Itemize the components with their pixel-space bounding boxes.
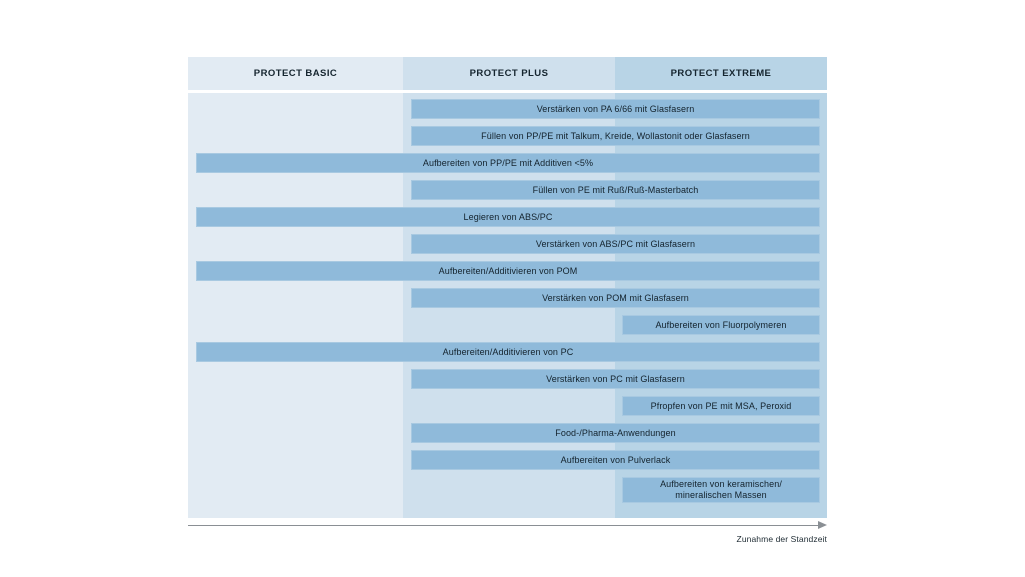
process-bar[interactable]: Verstärken von POM mit Glasfasern — [411, 288, 820, 308]
process-bar[interactable]: Aufbereiten/Additivieren von POM — [196, 261, 820, 281]
process-bar-label: Aufbereiten/Additivieren von PC — [442, 347, 574, 357]
process-bar-label: Verstärken von PA 6/66 mit Glasfasern — [536, 104, 695, 114]
axis-arrow-icon — [818, 521, 827, 529]
axis-label: Zunahme der Standzeit — [736, 534, 827, 544]
column-header-basic: PROTECT BASIC — [188, 57, 403, 90]
process-bar[interactable]: Füllen von PP/PE mit Talkum, Kreide, Wol… — [411, 126, 820, 146]
process-bar[interactable]: Verstärken von PC mit Glasfasern — [411, 369, 820, 389]
process-bar-label: Legieren von ABS/PC — [463, 212, 553, 222]
time-axis: Zunahme der Standzeit — [188, 521, 827, 544]
process-bar-label: Food-/Pharma-Anwendungen — [555, 428, 676, 438]
axis-line — [188, 525, 819, 526]
process-bar-label: Aufbereiten von PP/PE mit Additiven <5% — [422, 158, 594, 168]
process-bar[interactable]: Aufbereiten von Fluorpolymeren — [622, 315, 820, 335]
process-bar-label: Aufbereiten von Fluorpolymeren — [655, 320, 787, 330]
process-bar-label: Aufbereiten von keramischen/mineralische… — [660, 479, 782, 500]
process-bar[interactable]: Verstärken von ABS/PC mit Glasfasern — [411, 234, 820, 254]
process-bar[interactable]: Füllen von PE mit Ruß/Ruß-Masterbatch — [411, 180, 820, 200]
process-bar[interactable]: Aufbereiten von PP/PE mit Additiven <5% — [196, 153, 820, 173]
process-bar[interactable]: Food-/Pharma-Anwendungen — [411, 423, 820, 443]
process-bar[interactable]: Legieren von ABS/PC — [196, 207, 820, 227]
process-bar-label: Füllen von PP/PE mit Talkum, Kreide, Wol… — [481, 131, 750, 141]
protect-matrix-panel: PROTECT BASIC PROTECT PLUS PROTECT EXTRE… — [188, 57, 827, 518]
process-bar-label: Verstärken von ABS/PC mit Glasfasern — [535, 239, 696, 249]
process-bar[interactable]: Aufbereiten/Additivieren von PC — [196, 342, 820, 362]
process-bar-label: Verstärken von PC mit Glasfasern — [546, 374, 685, 384]
column-header-row: PROTECT BASIC PROTECT PLUS PROTECT EXTRE… — [188, 57, 827, 90]
process-bar-label: Pfropfen von PE mit MSA, Peroxid — [650, 401, 792, 411]
process-bar-label: Aufbereiten/Additivieren von POM — [438, 266, 578, 276]
process-bar-label: Füllen von PE mit Ruß/Ruß-Masterbatch — [532, 185, 699, 195]
column-header-plus: PROTECT PLUS — [403, 57, 615, 90]
process-bar[interactable]: Pfropfen von PE mit MSA, Peroxid — [622, 396, 820, 416]
process-bar-label: Verstärken von POM mit Glasfasern — [542, 293, 689, 303]
process-bar[interactable]: Verstärken von PA 6/66 mit Glasfasern — [411, 99, 820, 119]
process-bar-label: Aufbereiten von Pulverlack — [560, 455, 671, 465]
column-header-extreme: PROTECT EXTREME — [615, 57, 827, 90]
process-bar[interactable]: Aufbereiten von Pulverlack — [411, 450, 820, 470]
process-bar[interactable]: Aufbereiten von keramischen/mineralische… — [622, 477, 820, 503]
